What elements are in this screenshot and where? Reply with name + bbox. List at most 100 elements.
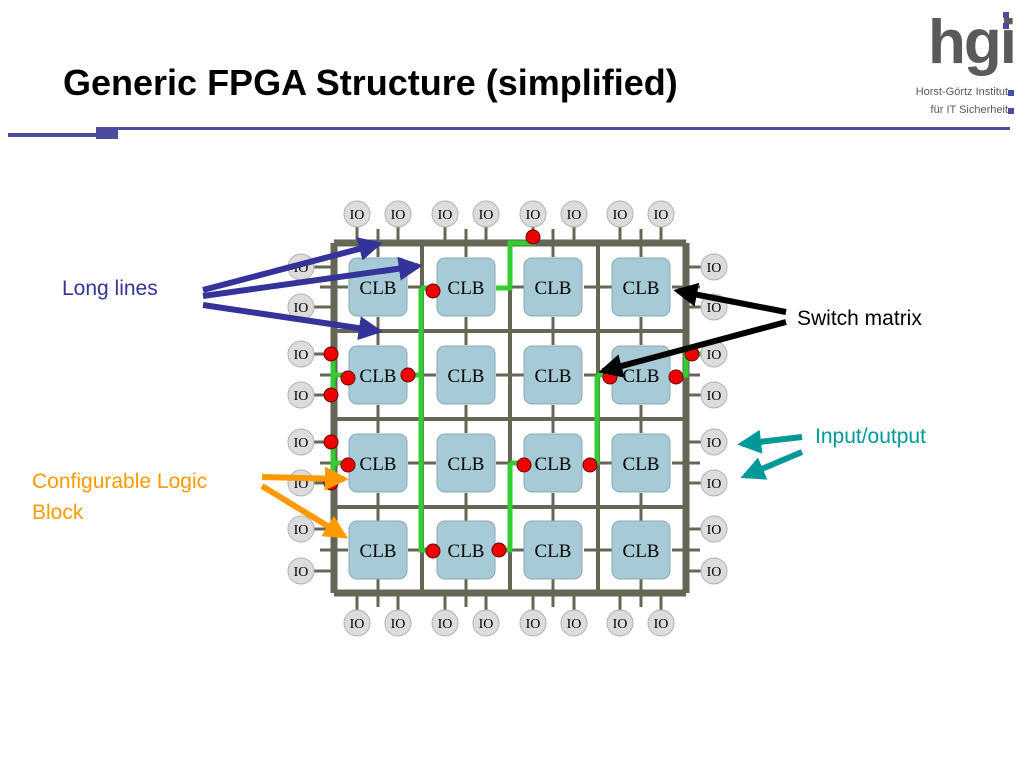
clb-block-label: CLB (448, 454, 485, 475)
io-pad: IO (287, 428, 315, 456)
io-pad-label: IO (526, 208, 541, 223)
io-pad-shape (519, 609, 547, 637)
clb-block: CLB (348, 345, 408, 405)
clb-block-shape (611, 520, 671, 580)
io-pad: IO (606, 200, 634, 228)
io-pad: IO (700, 381, 728, 409)
clb-block-label: CLB (535, 454, 572, 475)
io-pad-shape (606, 609, 634, 637)
clb-block: CLB (523, 257, 583, 317)
clb-block-label: CLB (448, 278, 485, 299)
switch-matrix-label: Switch matrix (797, 307, 922, 330)
clb-block-shape (611, 257, 671, 317)
logo-line-1: Horst-Görtz Institut (915, 86, 1008, 98)
clb-arrow (260, 483, 349, 539)
io-pad-shape (700, 253, 728, 281)
clb-block: CLB (611, 257, 671, 317)
io-pad-shape (560, 609, 588, 637)
io-pad-label: IO (294, 389, 309, 404)
io-pad-shape (384, 200, 412, 228)
io-pad: IO (472, 609, 500, 637)
input-output-arrow (740, 449, 804, 480)
switch-point (323, 346, 339, 362)
io-pad: IO (287, 469, 315, 497)
io-pad-label: IO (707, 348, 722, 363)
io-pad: IO (700, 428, 728, 456)
title-divider (118, 127, 1010, 130)
switch-matrix-arrow (598, 319, 787, 378)
clb-block: CLB (436, 520, 496, 580)
io-pad: IO (431, 200, 459, 228)
clb-block-shape (523, 257, 583, 317)
io-pad-label: IO (526, 617, 541, 632)
io-pad-label: IO (350, 617, 365, 632)
io-pad-shape (560, 200, 588, 228)
clb-block-label: CLB (360, 366, 397, 387)
clb-block-label: CLB (623, 366, 660, 387)
io-pad-label: IO (613, 208, 628, 223)
io-pad: IO (560, 609, 588, 637)
io-pad: IO (647, 200, 675, 228)
logo-line-2: für IT Sicherheit (930, 104, 1008, 116)
switch-point (323, 387, 339, 403)
clb-block: CLB (436, 433, 496, 493)
page-title: Generic FPGA Structure (simplified) (63, 62, 678, 103)
clb-block-shape (436, 345, 496, 405)
logo-square-icon (1003, 12, 1009, 18)
clb-block-label: CLB (535, 366, 572, 387)
io-pad-shape (343, 609, 371, 637)
io-pad-label: IO (479, 617, 494, 632)
title-accent-stub (8, 127, 118, 139)
clb-block-shape (523, 345, 583, 405)
io-pad: IO (384, 609, 412, 637)
io-pad-label: IO (707, 477, 722, 492)
io-pad: IO (519, 609, 547, 637)
io-pad-label: IO (438, 617, 453, 632)
io-pad-label: IO (613, 617, 628, 632)
clb-block-shape (348, 520, 408, 580)
io-pad-label: IO (654, 617, 669, 632)
io-pad: IO (287, 293, 315, 321)
io-pad-label: IO (391, 617, 406, 632)
switch-point (516, 457, 532, 473)
io-pad: IO (384, 200, 412, 228)
logo-square-icon (1008, 108, 1014, 114)
io-pad-label: IO (707, 389, 722, 404)
io-pad-shape (384, 609, 412, 637)
clb-block-label: CLB (360, 278, 397, 299)
clb-block-label: CLB (623, 278, 660, 299)
io-pad-label: IO (294, 301, 309, 316)
io-pad-label: IO (294, 436, 309, 451)
switch-point (400, 367, 416, 383)
long-lines-arrow (202, 302, 383, 341)
io-pad-label: IO (391, 208, 406, 223)
io-pad: IO (287, 381, 315, 409)
switch-point (323, 434, 339, 450)
clb-block: CLB (523, 433, 583, 493)
io-pad-label: IO (707, 261, 722, 276)
clb-block: CLB (611, 520, 671, 580)
clb-block: CLB (348, 433, 408, 493)
switch-point (340, 457, 356, 473)
switch-point (668, 369, 684, 385)
io-pad-shape (700, 469, 728, 497)
io-pad-shape (647, 609, 675, 637)
io-pad-shape (606, 200, 634, 228)
clb-block-label: CLB (535, 278, 572, 299)
clb-block-label: CLB (360, 541, 397, 562)
io-pad: IO (472, 200, 500, 228)
logo-wordmark: hgi (928, 8, 1017, 77)
io-pad: IO (647, 609, 675, 637)
clb-block: CLB (523, 520, 583, 580)
io-pad-label: IO (479, 208, 494, 223)
io-pad: IO (343, 609, 371, 637)
clb-block: CLB (611, 433, 671, 493)
io-pad: IO (519, 200, 547, 228)
io-pad-shape (431, 609, 459, 637)
io-pad: IO (700, 557, 728, 585)
io-pad-label: IO (567, 617, 582, 632)
io-pad-shape (287, 381, 315, 409)
clb-block: CLB (348, 520, 408, 580)
clb-block-shape (523, 520, 583, 580)
